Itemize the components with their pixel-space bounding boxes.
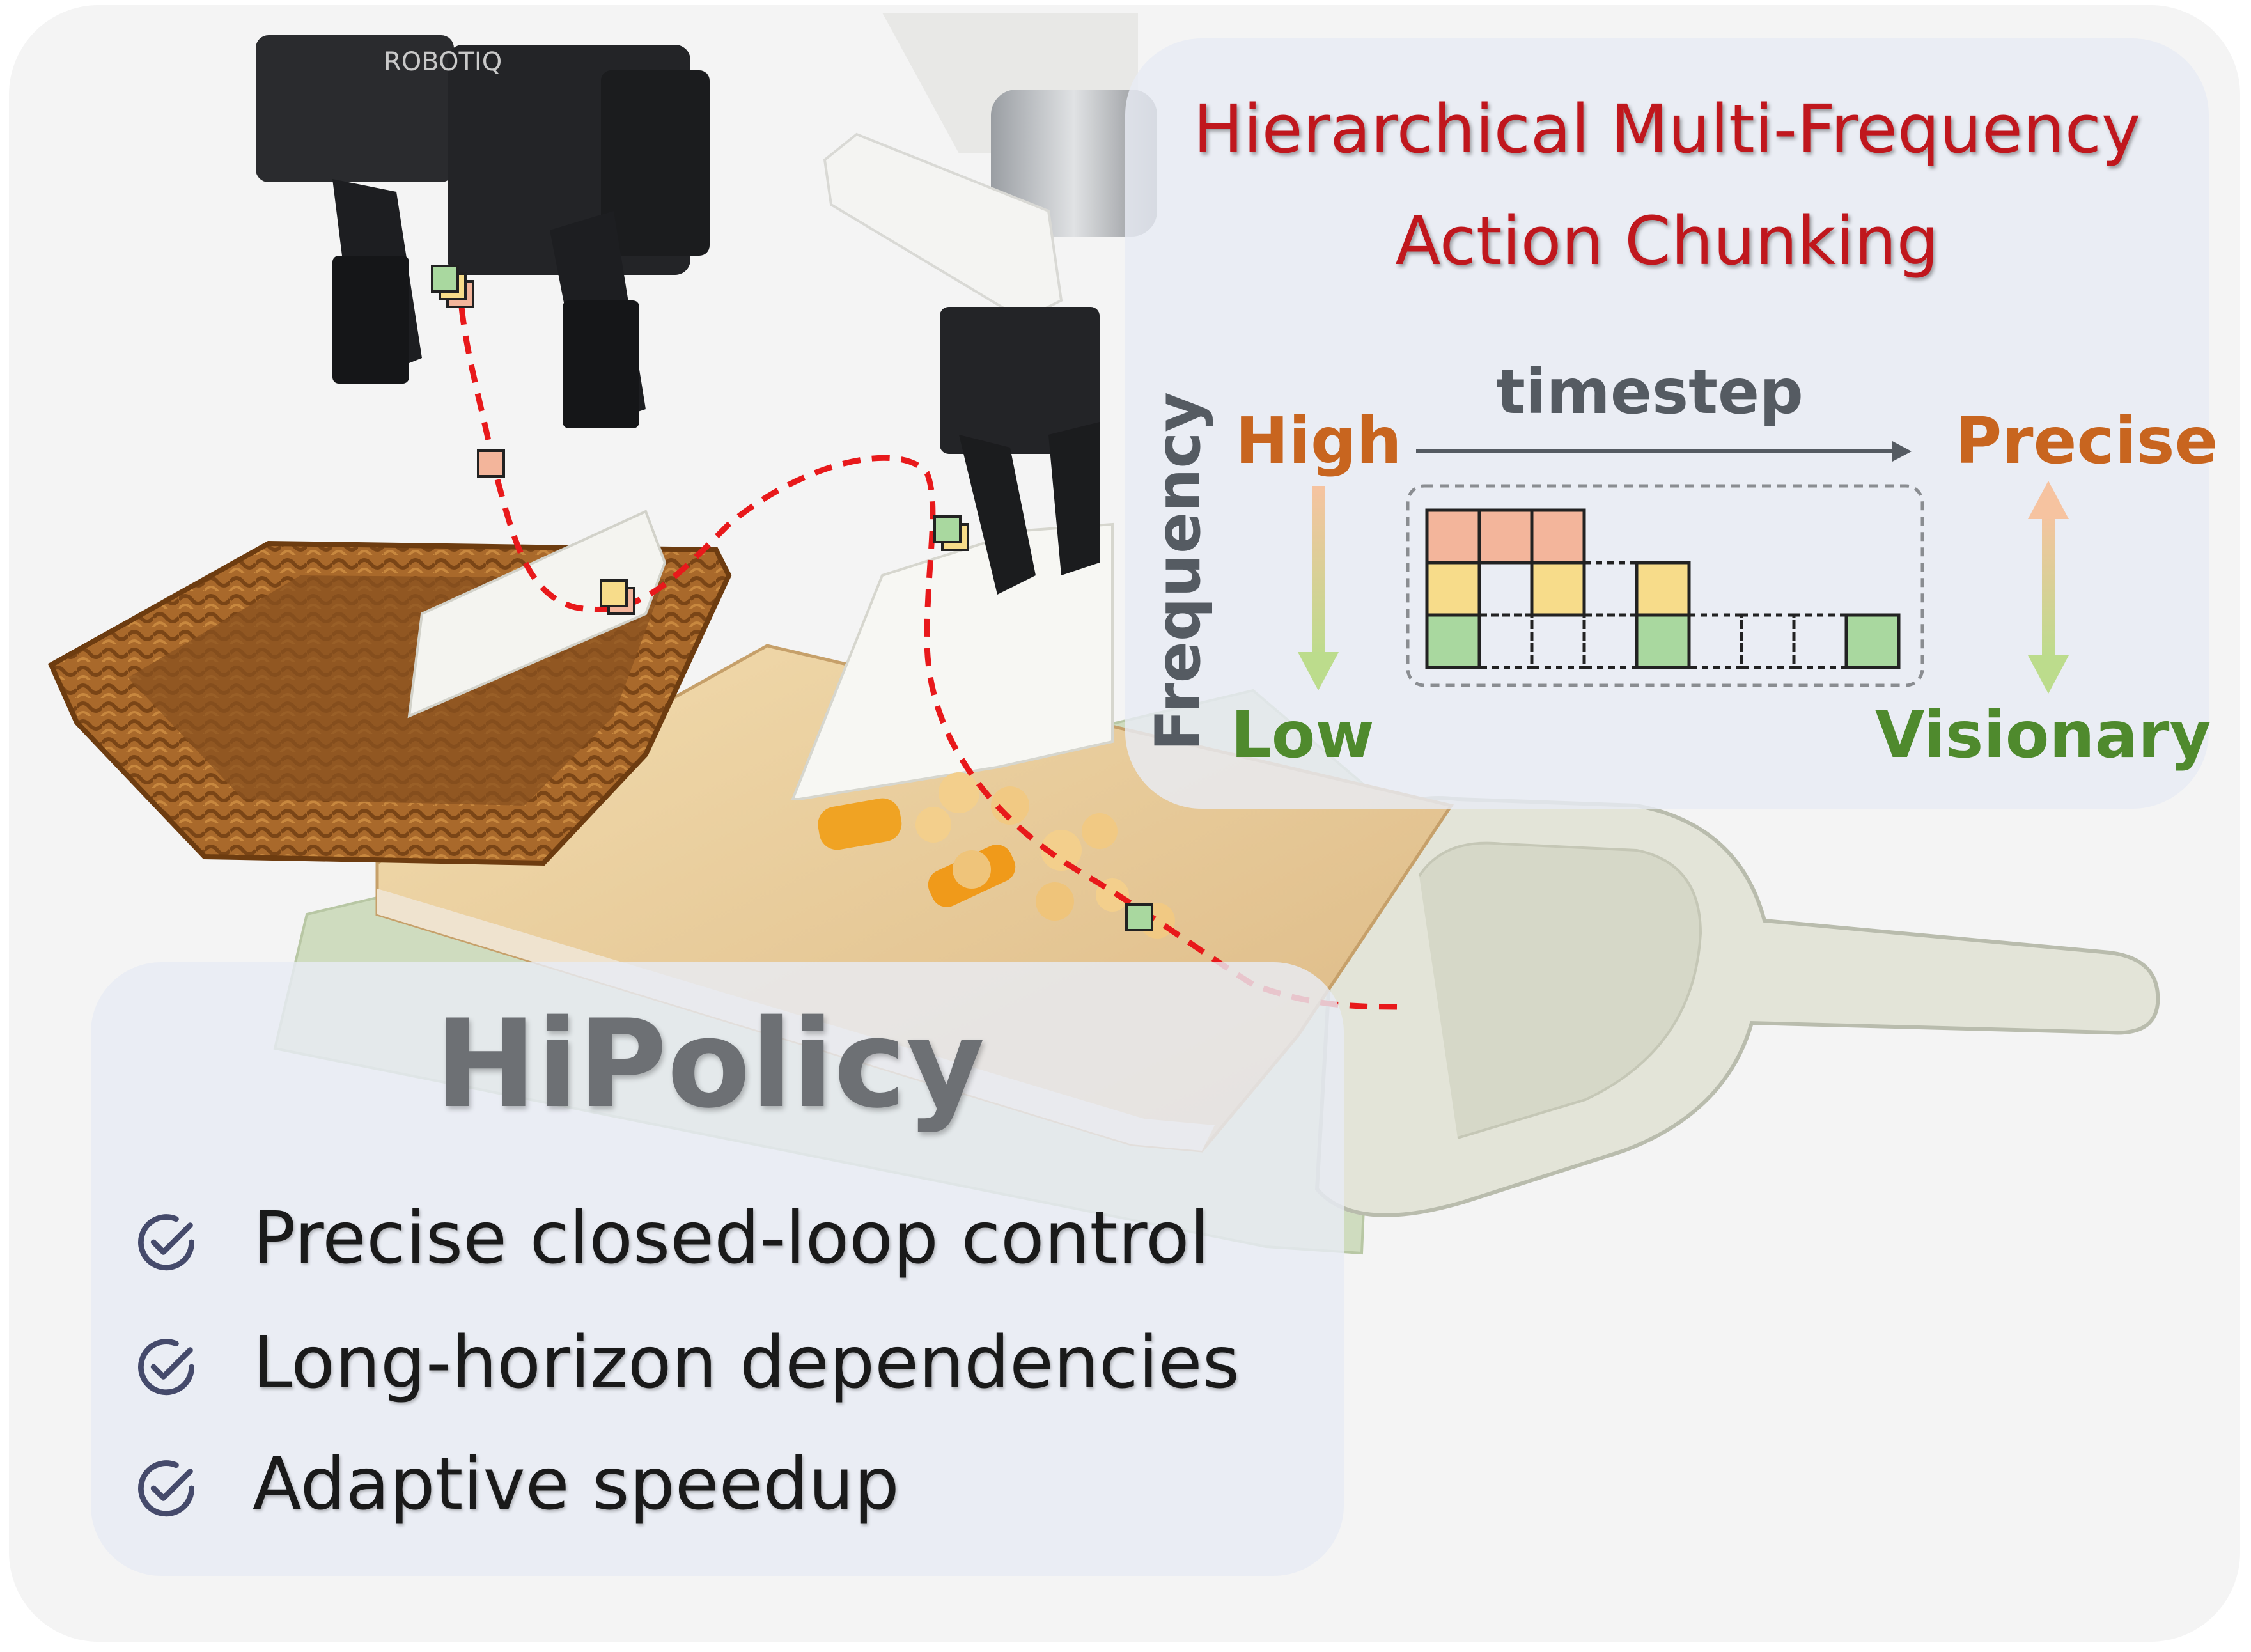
- right-robot-arm: [823, 13, 1157, 595]
- low-label: Low: [1231, 697, 1375, 772]
- held-scraper: [791, 522, 1114, 800]
- feature-text: Precise closed-loop control: [253, 1197, 1210, 1280]
- timestep-label: timestep: [1496, 356, 1803, 428]
- hipolicy-title: HiPolicy: [435, 994, 985, 1135]
- left-gripper: ROBOTIQ: [256, 35, 710, 428]
- timestep-arrowhead: [1892, 441, 1912, 462]
- precise-visionary-arrow: [2042, 511, 2055, 658]
- high-label: High: [1235, 403, 1402, 478]
- chunk-grid: [1425, 508, 1901, 669]
- feature-text: Adaptive speedup: [253, 1443, 900, 1526]
- visionary-label: Visionary: [1875, 697, 2211, 772]
- high-to-low-arrow: [1312, 486, 1325, 658]
- precise-arrowhead: [2028, 481, 2069, 519]
- trajectory: [458, 306, 1398, 1010]
- visionary-arrowhead: [2028, 655, 2069, 694]
- panel-title-line2: Action Chunking: [1395, 202, 1939, 280]
- check-circle-icon: [138, 1214, 195, 1271]
- check-circle-icon: [138, 1339, 195, 1396]
- check-circle-icon: [138, 1460, 195, 1517]
- hipolicy-panel: [91, 962, 1344, 1576]
- panel-title-line1: Hierarchical Multi-Frequency: [1193, 90, 2141, 168]
- action-chunking-panel: [1125, 38, 2209, 809]
- precise-label: Precise: [1955, 403, 2218, 478]
- svg-text:ROBOTIQ: ROBOTIQ: [384, 47, 502, 77]
- feature-text: Long-horizon dependencies: [253, 1321, 1240, 1405]
- chunk-frame: [1406, 484, 1924, 687]
- trajectory-markers: [431, 265, 1153, 931]
- high-to-low-arrowhead: [1298, 652, 1339, 690]
- frequency-label: Frequency: [1142, 392, 1214, 751]
